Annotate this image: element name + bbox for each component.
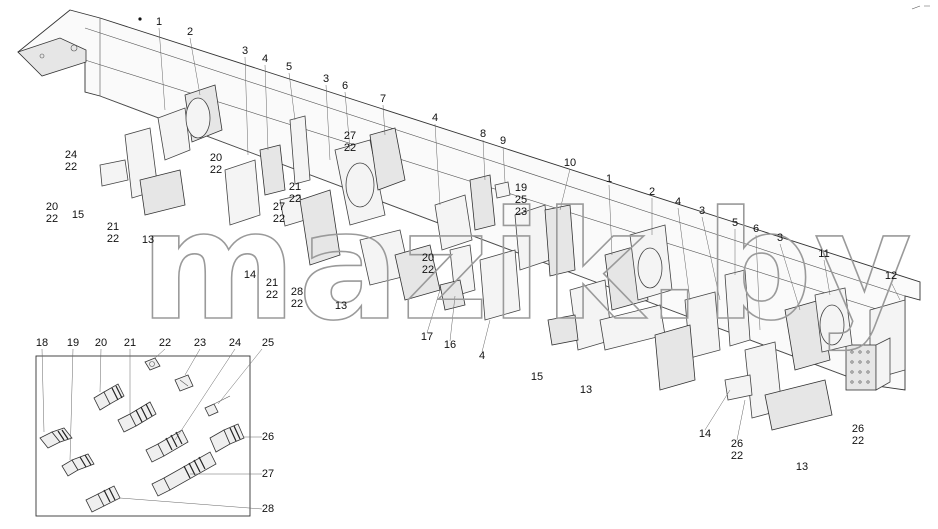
callout-28: 28 — [291, 286, 303, 298]
callout-13: 13 — [796, 461, 808, 473]
fastener-27 — [151, 451, 217, 497]
fastener-25 — [204, 395, 231, 417]
callout-16: 16 — [444, 339, 456, 351]
inset-label-21: 21 — [124, 337, 136, 349]
callout-21: 21 — [266, 277, 278, 289]
callout-15: 15 — [531, 371, 543, 383]
callout-14: 14 — [244, 269, 256, 281]
inset-label-25: 25 — [262, 337, 274, 349]
callout-27: 27 — [273, 201, 285, 213]
callout-20: 20 — [46, 201, 58, 213]
callout-22: 22 — [731, 450, 743, 462]
fastener-22 — [144, 357, 161, 371]
frame-rail — [17, 9, 921, 391]
callout-4: 4 — [479, 350, 485, 362]
callout-3: 3 — [777, 232, 783, 244]
fasteners-inset — [35, 348, 263, 517]
bracket-group-left — [99, 84, 441, 301]
callout-1: 1 — [156, 16, 162, 28]
callout-1: 1 — [606, 173, 612, 185]
fastener-20 — [93, 383, 125, 411]
callout-22: 22 — [266, 289, 278, 301]
callout-4: 4 — [262, 53, 268, 65]
fastener-19 — [61, 453, 95, 477]
callout-2: 2 — [649, 186, 655, 198]
callout-8: 8 — [480, 128, 486, 140]
callout-17: 17 — [421, 331, 433, 343]
leader-lines — [158, 27, 901, 441]
bracket-group-right — [547, 224, 853, 431]
callout-3: 3 — [699, 205, 705, 217]
bracket-group-center — [434, 174, 576, 321]
callout-4: 4 — [432, 112, 438, 124]
inset-label-18: 18 — [36, 337, 48, 349]
callout-22: 22 — [422, 264, 434, 276]
callout-27: 27 — [344, 130, 356, 142]
inset-label-27: 27 — [262, 468, 274, 480]
callout-22: 22 — [107, 233, 119, 245]
callout-21: 21 — [107, 221, 119, 233]
callout-11: 11 — [818, 248, 829, 260]
inset-label-19: 19 — [67, 337, 79, 349]
callout-22: 22 — [273, 213, 285, 225]
callout-22: 22 — [291, 298, 303, 310]
callout-21: 21 — [289, 181, 301, 193]
callout-22: 22 — [46, 213, 58, 225]
corner-mark-icon — [911, 5, 930, 10]
callout-26: 26 — [731, 438, 743, 450]
inset-label-20: 20 — [95, 337, 107, 349]
callout-22: 22 — [65, 161, 77, 173]
callout-9: 9 — [500, 135, 506, 147]
callout-13: 13 — [142, 234, 154, 246]
callout-4: 4 — [675, 196, 681, 208]
callout-6: 6 — [753, 223, 759, 235]
callout-6: 6 — [342, 80, 348, 92]
callout-23: 23 — [515, 206, 527, 218]
inset-label-23: 23 — [194, 337, 206, 349]
callout-3: 3 — [242, 45, 248, 57]
fastener-18 — [39, 427, 73, 449]
inset-label-28: 28 — [262, 503, 274, 515]
inset-label-24: 24 — [229, 337, 241, 349]
watermark: mazik.by — [140, 180, 914, 354]
callout-13: 13 — [580, 384, 592, 396]
callout-19: 19 — [515, 182, 527, 194]
reference-dot — [138, 17, 142, 21]
callout-13: 13 — [335, 300, 347, 312]
fastener-26 — [209, 423, 245, 453]
inset-label-26: 26 — [262, 431, 274, 443]
callout-3: 3 — [323, 73, 329, 85]
callout-12: 12 — [885, 270, 897, 282]
callout-24: 24 — [65, 149, 77, 161]
callout-22: 22 — [289, 193, 301, 205]
callout-15: 15 — [72, 209, 84, 221]
inset-part-numbers: 18 19 20 21 22 23 24 25 26 27 28 — [36, 337, 274, 515]
callout-2: 2 — [187, 26, 193, 38]
callout-20: 20 — [210, 152, 222, 164]
inset-label-22: 22 — [159, 337, 171, 349]
callout-10: 10 — [564, 157, 576, 169]
callout-20: 20 — [422, 252, 434, 264]
callout-5: 5 — [732, 217, 738, 229]
callout-22: 22 — [852, 435, 864, 447]
fastener-24 — [145, 429, 189, 463]
callout-22: 22 — [210, 164, 222, 176]
callout-5: 5 — [286, 61, 292, 73]
callout-26: 26 — [852, 423, 864, 435]
fastener-23 — [174, 374, 194, 392]
fastener-21 — [117, 401, 157, 433]
callout-25: 25 — [515, 194, 527, 206]
callout-7: 7 — [380, 93, 386, 105]
callout-22: 22 — [344, 142, 356, 154]
callout-14: 14 — [699, 428, 711, 440]
